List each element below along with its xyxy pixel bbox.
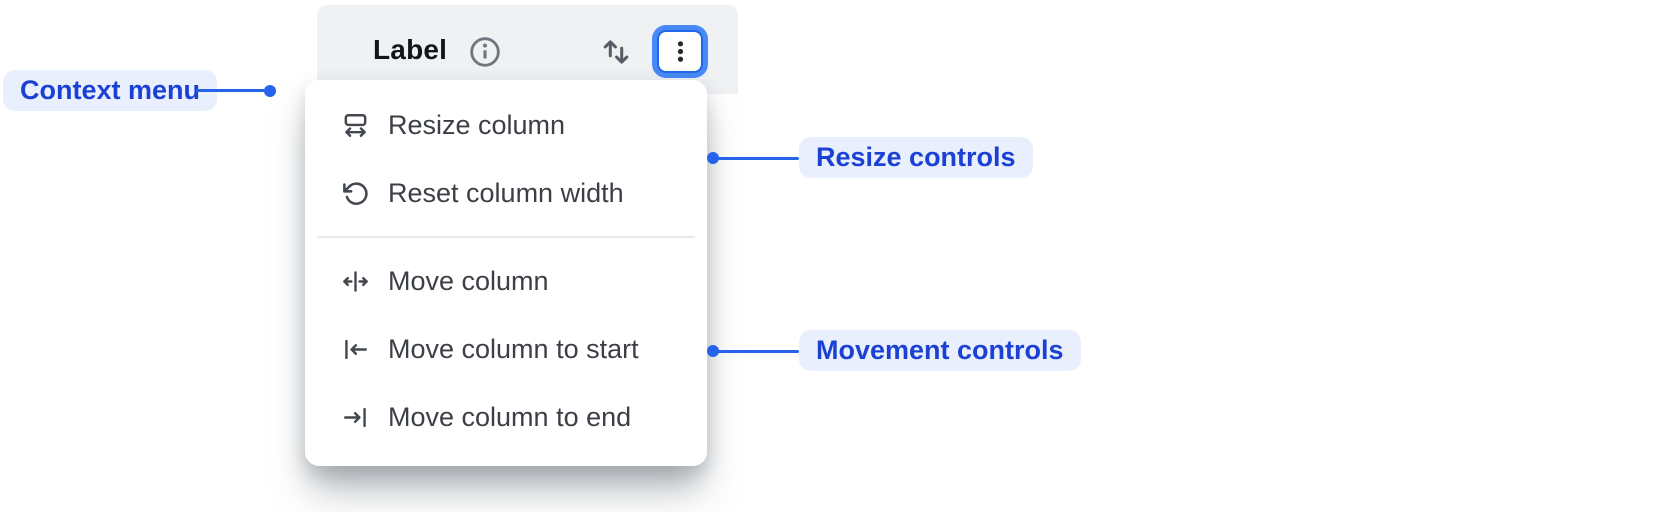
annotation-context-menu-line — [196, 89, 266, 92]
menu-item-label: Resize column — [388, 109, 566, 140]
menu-item-label: Move column — [388, 265, 549, 296]
annotation-context-menu-dot — [264, 85, 276, 97]
annotation-movement-controls: Movement controls — [799, 330, 1081, 371]
resize-column-icon — [341, 111, 370, 140]
column-title: Label — [373, 34, 448, 65]
annotation-movement-dot — [707, 345, 719, 357]
column-menu-button[interactable] — [657, 30, 703, 73]
reset-column-width-icon — [341, 179, 370, 208]
annotation-resize-controls: Resize controls — [799, 137, 1033, 178]
move-to-start-icon — [341, 335, 370, 364]
annotation-resize-line — [714, 156, 799, 160]
move-to-end-icon — [341, 403, 370, 432]
annotation-context-menu: Context menu — [3, 70, 218, 111]
menu-item-label: Move column to start — [388, 333, 639, 364]
menu-item-move-column-to-start[interactable]: Move column to start — [305, 315, 707, 383]
menu-item-label: Reset column width — [388, 177, 624, 208]
vertical-ellipsis-icon — [668, 39, 693, 64]
info-icon[interactable] — [468, 35, 502, 69]
menu-divider — [317, 236, 695, 238]
column-header: Label — [317, 5, 738, 94]
menu-item-label: Move column to end — [388, 401, 632, 432]
menu-item-move-column-to-end[interactable]: Move column to end — [305, 383, 707, 451]
sort-arrows-icon[interactable] — [598, 33, 634, 71]
menu-item-move-column[interactable]: Move column — [305, 247, 707, 315]
annotation-resize-dot — [707, 152, 719, 164]
annotation-movement-line — [714, 349, 799, 353]
menu-item-resize-column[interactable]: Resize column — [305, 91, 707, 159]
context-menu: Resize column Reset column width — [305, 80, 707, 466]
move-column-icon — [341, 267, 370, 296]
menu-item-reset-column-width[interactable]: Reset column width — [305, 159, 707, 227]
